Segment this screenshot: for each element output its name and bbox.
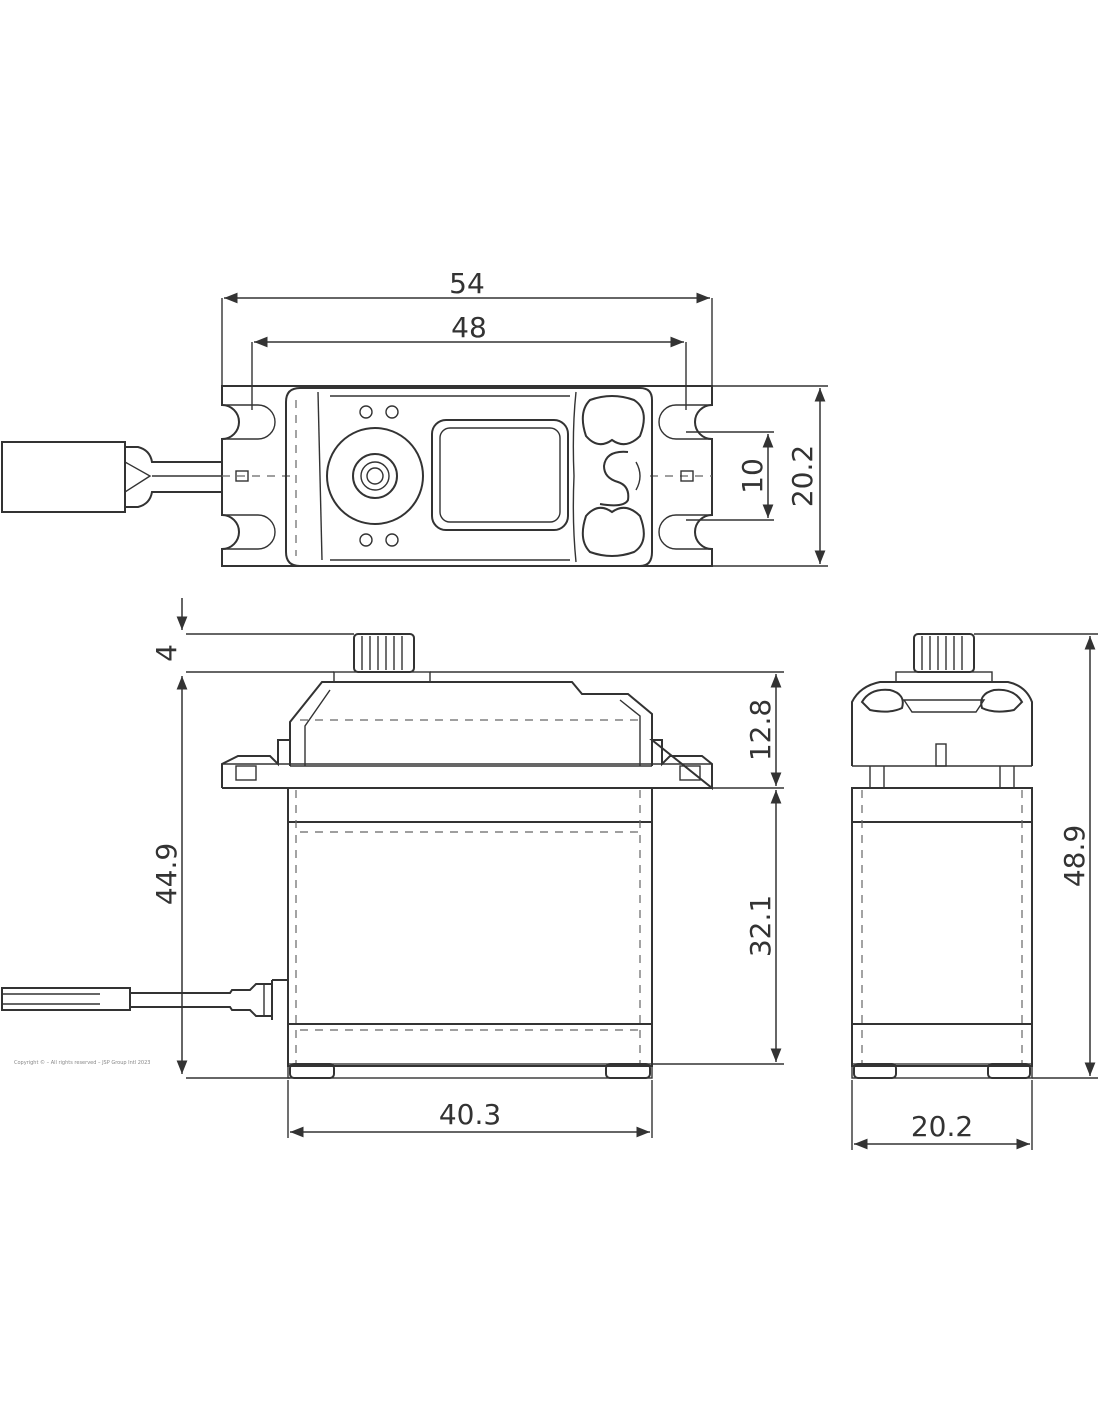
copyright-notice: Copyright © – All rights reserved – JSP … <box>14 1059 150 1066</box>
side-main-body <box>851 787 1033 1079</box>
dim-spline-height: 4 <box>150 644 183 662</box>
dim-lower-body-height: 32.1 <box>744 895 777 957</box>
dim-top-overall-width: 54 <box>449 267 485 300</box>
front-view-dimensions: 4 44.9 12.8 32.1 40.3 <box>150 598 784 1138</box>
upper-housing <box>289 681 653 766</box>
dim-total-height: 48.9 <box>1058 825 1091 887</box>
connector-plug <box>1 441 222 513</box>
top-view <box>1 385 713 567</box>
label-panel <box>431 419 569 531</box>
output-gear <box>326 405 424 547</box>
dim-body-height: 44.9 <box>150 843 183 905</box>
side-view-dimensions: 48.9 20.2 <box>851 633 1098 1150</box>
dim-top-height: 20.2 <box>786 445 819 507</box>
mounting-flange-side <box>221 739 713 791</box>
side-view <box>851 633 1033 1079</box>
output-spline <box>333 633 431 683</box>
dim-side-width: 20.2 <box>911 1110 973 1143</box>
dim-flange-to-top: 12.8 <box>744 699 777 761</box>
dim-body-width: 40.3 <box>439 1098 501 1131</box>
side-upper-housing <box>851 681 1033 766</box>
main-body <box>287 787 653 1079</box>
front-view <box>1 633 713 1079</box>
dim-top-slot-spacing: 10 <box>736 458 769 494</box>
wire-connector-side <box>1 979 288 1020</box>
dim-top-hole-spacing: 48 <box>451 311 487 344</box>
logo-s <box>581 395 645 557</box>
output-spline-side <box>895 633 993 683</box>
case-top <box>285 387 653 567</box>
top-view-dimensions: 54 48 20.2 10 <box>221 267 828 567</box>
